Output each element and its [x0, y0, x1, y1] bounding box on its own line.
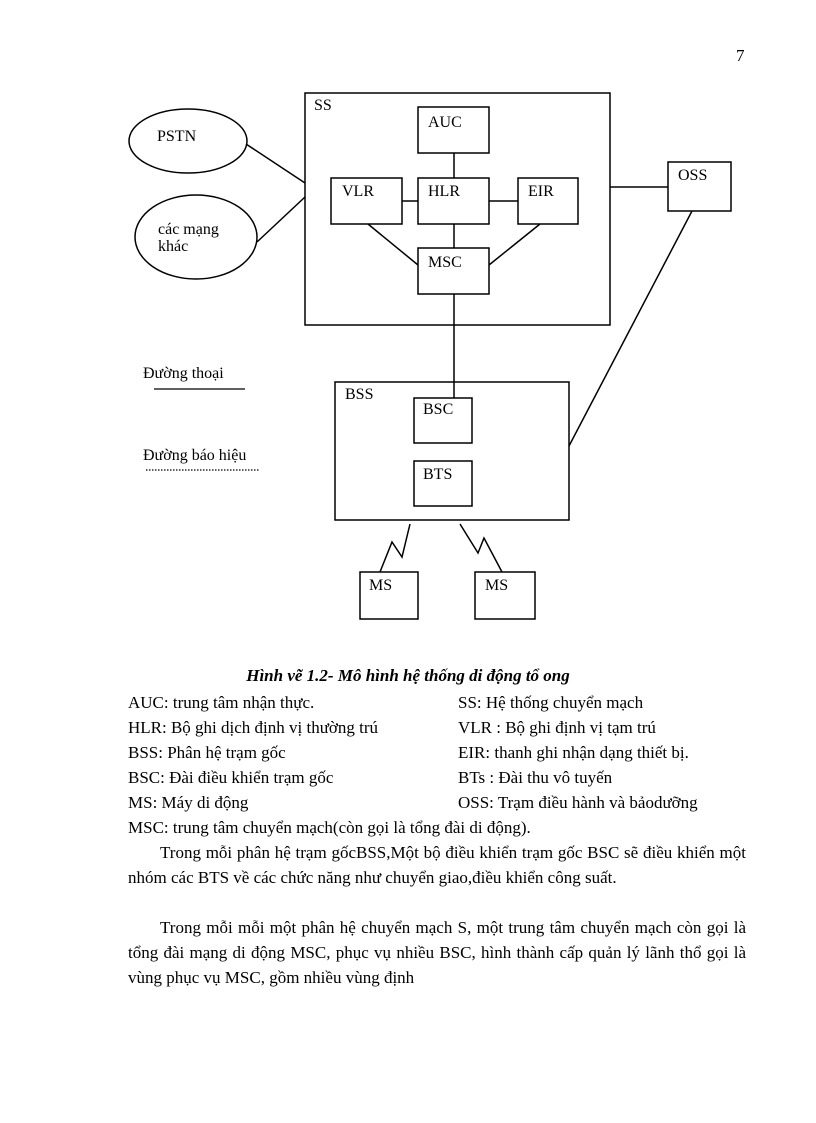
ss-box: [304, 92, 611, 326]
eir-label: EIR: [528, 183, 554, 200]
legend-vlr: VLR : Bộ ghi định vị tạm trú: [458, 718, 656, 737]
other-ss-link: [256, 196, 306, 243]
legend-bts: BTs : Đài thu vô tuyến: [458, 768, 613, 787]
legend-oss: OSS: Trạm điều hành và bảodưỡng: [458, 793, 698, 812]
legend-row: AUC: trung tâm nhận thực. SS: Hệ thống c…: [128, 690, 748, 715]
bss-box: [334, 381, 570, 521]
ms-right-label: MS: [485, 577, 508, 594]
ms-right-box: [474, 571, 536, 620]
network-diagram: SS AUC VLR HLR EIR MSC OSS PSTN các mạng…: [128, 92, 732, 620]
voice-line-label: Đường thoại: [143, 365, 224, 382]
legend-row: MS: Máy di động OSS: Trạm điều hành và b…: [128, 790, 748, 815]
bsc-label: BSC: [423, 401, 453, 418]
vlr-msc-link: [367, 223, 419, 266]
legend-row: BSS: Phân hệ trạm gốc EIR: thanh ghi nhậ…: [128, 740, 748, 765]
bsc-box: [413, 397, 473, 444]
pstn-ellipse: [128, 108, 248, 174]
hlr-label: HLR: [428, 183, 460, 200]
other-networks-label-line2: khác: [158, 238, 188, 255]
legend-row: BSC: Đài điều khiển trạm gốc BTs : Đài t…: [128, 765, 748, 790]
legend-auc: AUC: trung tâm nhận thực.: [128, 693, 315, 712]
ss-label: SS: [314, 97, 332, 114]
other-networks-ellipse: [134, 194, 258, 280]
auc-label: AUC: [428, 114, 462, 131]
oss-label: OSS: [678, 167, 707, 184]
bts-box: [413, 460, 473, 507]
legend-hlr: HLR: Bộ ghi dịch định vị thường trú: [128, 718, 379, 737]
legend-bsc: BSC: Đài điều khiển trạm gốc: [128, 768, 334, 787]
ms-left-label: MS: [369, 577, 392, 594]
legend-bss: BSS: Phân hệ trạm gốc: [128, 743, 286, 762]
legend-ss: SS: Hệ thống chuyển mạch: [458, 693, 644, 712]
other-networks-label-line1: các mạng: [158, 221, 219, 238]
bts-label: BTS: [423, 466, 452, 483]
figure-caption: Hình vẽ 1.2- Mô hình hệ thống di động tổ…: [246, 666, 570, 685]
pstn-label: PSTN: [157, 128, 197, 145]
ms-left-box: [359, 571, 419, 620]
legend-msc: MSC: trung tâm chuyển mạch(còn gọi là tổ…: [128, 818, 531, 837]
abbreviation-legend: AUC: trung tâm nhận thực. SS: Hệ thống c…: [128, 690, 748, 815]
legend-ms: MS: Máy di động: [128, 793, 249, 812]
bss-label: BSS: [345, 386, 373, 403]
body-paragraph: Trong mỗi phân hệ trạm gốcBSS,Một bộ điề…: [128, 843, 746, 887]
oss-bss-link: [568, 210, 693, 447]
signal-line-label: Đường báo hiệu: [143, 447, 246, 464]
legend-eir: EIR: thanh ghi nhận dạng thiết bị.: [458, 743, 689, 762]
msc-label: MSC: [428, 254, 462, 271]
body-paragraph: Trong mỗi mỗi một phân hệ chuyển mạch S,…: [128, 918, 746, 987]
eir-msc-link: [488, 223, 541, 266]
page-number: 7: [736, 46, 745, 65]
legend-row: HLR: Bộ ghi dịch định vị thường trú VLR …: [128, 715, 748, 740]
radio-link-right: [459, 523, 503, 573]
radio-link-left: [379, 523, 411, 573]
pstn-ss-link: [245, 143, 306, 184]
vlr-label: VLR: [342, 183, 374, 200]
